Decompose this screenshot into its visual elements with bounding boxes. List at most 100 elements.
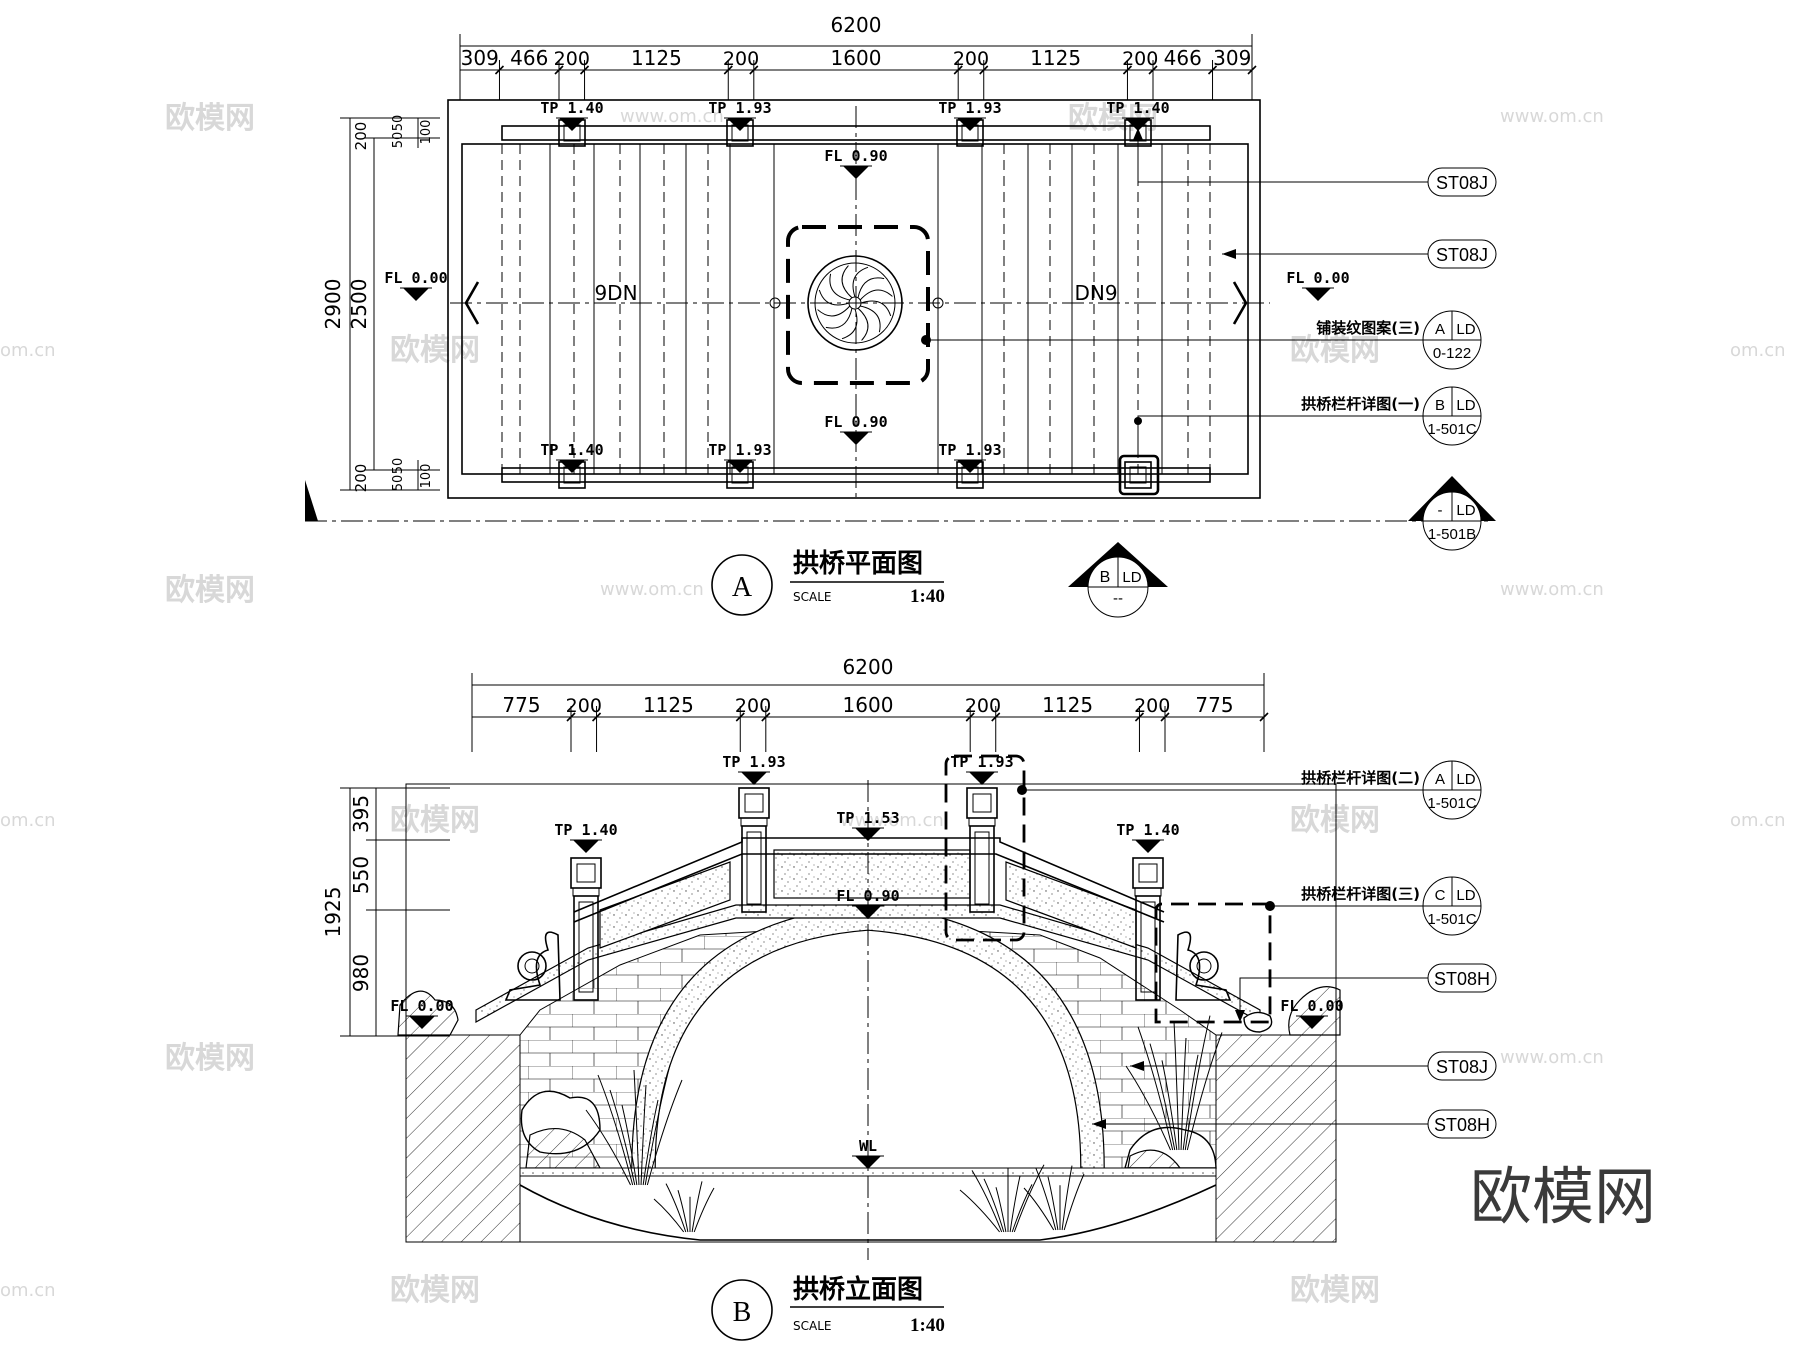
elev-detail-box-2 — [944, 754, 1026, 942]
level-triangle-icon — [957, 118, 983, 131]
elev-tag-2: ST08J — [1130, 1051, 1497, 1081]
dim-label: 1125 — [631, 46, 682, 70]
level-triangle-icon — [843, 166, 869, 179]
dim-label: 309 — [461, 46, 499, 70]
rosette-petal — [825, 308, 853, 329]
svg-text:LD: LD — [1456, 502, 1475, 519]
rosette-petal — [817, 305, 851, 317]
dim-label: 1125 — [1042, 693, 1093, 717]
arrow-right-icon — [1232, 281, 1248, 325]
plan-arrow-label-left: 9DN — [594, 281, 637, 305]
plan-dim-left-small: 50 — [391, 475, 406, 492]
level-triangle-icon — [727, 118, 753, 131]
elev-end-scroll-right — [1175, 931, 1232, 1001]
svg-text:-: - — [1438, 502, 1443, 519]
rosette-petal — [857, 277, 885, 298]
level-triangle-icon — [855, 906, 881, 919]
elev-title-block: B 拱桥立面图 SCALE 1:40 — [711, 1274, 945, 1341]
level-label: FL 0.00 — [390, 997, 453, 1015]
plan-dim-left-small: 100 — [419, 120, 434, 145]
level-marker: TP 1.40 — [1116, 821, 1180, 853]
reed-clump — [959, 1164, 1045, 1233]
svg-text:A: A — [1435, 321, 1445, 338]
reed-clump — [1023, 1165, 1085, 1231]
level-marker: TP 1.93 — [950, 753, 1014, 785]
rosette-petal — [841, 265, 853, 299]
svg-text:B: B — [1435, 397, 1445, 414]
elev-post — [738, 787, 770, 913]
dim-label: 200 — [1122, 48, 1158, 70]
level-label: TP 1.93 — [708, 441, 771, 459]
tag-label: ST08J — [1436, 173, 1488, 193]
watermark-url: om.cn — [0, 810, 56, 831]
dim-label: 200 — [554, 48, 590, 70]
plan-dim-left-small: 200 — [352, 122, 370, 151]
watermark-url: om.cn — [1730, 340, 1786, 361]
dim-label: 200 — [953, 48, 989, 70]
watermark-url: www.om.cn — [1500, 106, 1604, 127]
tag-label: ST08J — [1436, 1057, 1488, 1077]
watermark-brand-large: 欧模网 — [1470, 1160, 1656, 1233]
elev-post — [570, 857, 602, 1001]
tag-label: ST08H — [1434, 1115, 1490, 1135]
dim-label: 200 — [965, 695, 1001, 717]
plan-tag-2: ST08J — [1222, 239, 1497, 269]
watermark-brand: 欧模网 — [165, 1041, 255, 1076]
plan-dim-total: 6200 — [831, 13, 882, 37]
svg-text:C: C — [1435, 887, 1446, 904]
level-label: TP 1.40 — [1116, 821, 1179, 839]
dim-label: 1125 — [643, 693, 694, 717]
plan-post — [1124, 461, 1152, 489]
svg-text:LD: LD — [1456, 397, 1475, 414]
level-label: TP 1.40 — [540, 441, 603, 459]
level-triangle-icon — [957, 460, 983, 473]
callout-text: 拱桥栏杆详图(三) — [1301, 885, 1420, 903]
svg-text:1-501C: 1-501C — [1427, 911, 1476, 928]
elev-posts — [570, 787, 1164, 1001]
rosette-petal — [860, 300, 892, 317]
level-label: WL — [859, 1137, 877, 1155]
level-marker: FL 0.00 — [384, 269, 448, 301]
watermark-url: om.cn — [0, 1280, 56, 1301]
level-label: FL 0.00 — [1286, 269, 1349, 287]
level-marker: TP 1.93 — [708, 99, 772, 131]
elev-post — [966, 787, 998, 913]
svg-text:0-122: 0-122 — [1433, 345, 1471, 362]
level-triangle-icon — [1135, 840, 1161, 853]
tag-label: ST08J — [1436, 245, 1488, 265]
svg-text:1-501C: 1-501C — [1427, 795, 1476, 812]
reed-clump — [1125, 1015, 1223, 1151]
elev-dim-left: 550 — [349, 856, 373, 894]
svg-text:--: -- — [1113, 590, 1123, 607]
level-marker: FL 0.90 — [824, 147, 888, 179]
plan-callout-paving: 铺装纹图案(三) A LD 0-122 — [921, 310, 1482, 370]
dim-label: 200 — [566, 695, 602, 717]
plan-callout-railing: 拱桥栏杆详图(一) B LD 1-501C — [1118, 386, 1482, 496]
elev-callout-railing-3: 拱桥栏杆详图(三) C LD 1-501C — [1265, 876, 1482, 936]
elev-railing-panel-center — [773, 849, 971, 899]
plan-tag-1: ST08J — [1133, 128, 1497, 197]
svg-text:A: A — [1435, 771, 1445, 788]
level-triangle-icon — [1299, 1016, 1325, 1029]
level-label: TP 1.40 — [540, 99, 603, 117]
elev-dim-left: 980 — [349, 954, 373, 992]
elev-badge: B — [733, 1297, 752, 1328]
level-marker: FL 0.00 — [1286, 269, 1350, 301]
level-marker: FL 0.90 — [824, 413, 888, 445]
plan-title-block: A 拱桥平面图 SCALE 1:40 — [711, 549, 945, 616]
elev-callout-railing-2: 拱桥栏杆详图(二) A LD 1-501C — [1017, 760, 1482, 820]
rosette-petal — [829, 273, 850, 301]
elev-reeds — [585, 1015, 1223, 1233]
elev-scale-label: SCALE — [793, 1319, 831, 1333]
watermark-url: www.om.cn — [1500, 579, 1604, 600]
elev-title: 拱桥立面图 — [793, 1274, 923, 1305]
dim-label: 200 — [735, 695, 771, 717]
watermark-brand: 欧模网 — [1290, 333, 1380, 368]
plan-arrow-label-right: DN9 — [1074, 281, 1117, 305]
level-triangle-icon — [741, 772, 767, 785]
